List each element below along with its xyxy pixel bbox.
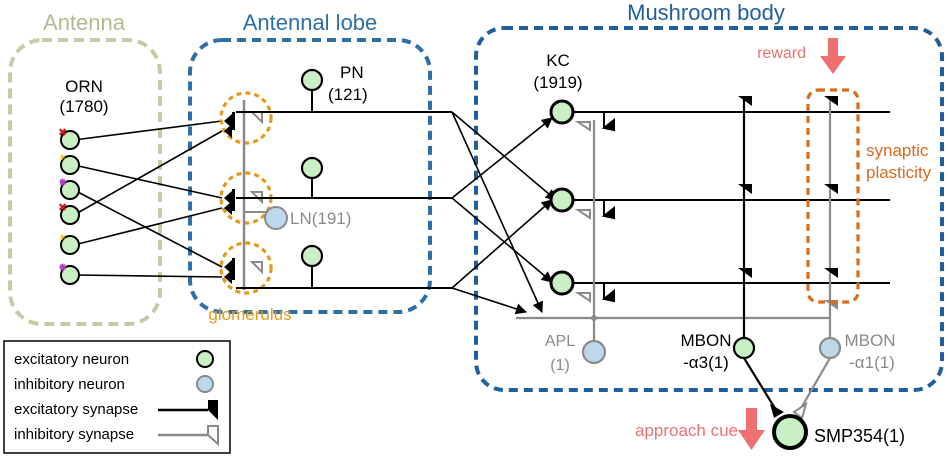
- orn-neurons: [60, 130, 80, 285]
- plasticity-region: [806, 88, 860, 304]
- orn-neuron: [60, 235, 80, 255]
- pn-kc-projections: [451, 111, 557, 315]
- kc-neuron: [549, 187, 575, 213]
- antenna-region: [8, 38, 162, 326]
- orn-label: ORN: [65, 77, 103, 96]
- mushroom-body-title: Mushroom body: [627, 0, 785, 25]
- ln-neuron: [264, 206, 288, 230]
- legend-inhibitory-neuron-icon: [196, 375, 214, 393]
- antennal-lobe-region: [188, 38, 432, 314]
- pn-count: (121): [328, 85, 368, 104]
- receptor-icon: ✸: [58, 177, 67, 189]
- orn-neuron: [60, 265, 80, 285]
- apl-label: APL: [545, 333, 575, 350]
- orn-neuron: [60, 205, 80, 225]
- kc-neurons: [549, 99, 575, 296]
- orn-axons: [73, 120, 223, 278]
- kc-neuron: [549, 270, 575, 296]
- mbon-a3-smp-synapse: [770, 404, 784, 418]
- orn-neuron: [60, 180, 80, 200]
- legend-inhibitory-synapse-icon: [158, 425, 219, 447]
- reward-label: reward: [757, 45, 806, 62]
- apl-count: (1): [550, 357, 570, 374]
- ln-label: LN(191): [290, 209, 351, 228]
- legend-excitatory-neuron-label: excitatory neuron: [14, 351, 129, 368]
- orn-neuron: [60, 155, 80, 175]
- mushroom-body-region: [474, 26, 944, 392]
- receptor-icon: ✖: [58, 202, 67, 214]
- mbon-a1-output: [799, 357, 831, 411]
- antenna-title: Antenna: [43, 10, 126, 35]
- pn-neuron: [300, 244, 324, 268]
- antennal-lobe-title: Antennal lobe: [243, 10, 378, 35]
- kc-neuron: [549, 99, 575, 125]
- pn-neuron: [300, 156, 324, 180]
- ln-inhibitory-synapses: [249, 111, 263, 275]
- smp354-label: SMP354(1): [814, 426, 905, 446]
- apl-inhibitory-synapses: [574, 121, 591, 303]
- glomerulus-label: glomerulus: [208, 305, 291, 324]
- kc-count: (1919): [533, 73, 582, 92]
- legend-excitatory-neuron-icon: [196, 350, 214, 368]
- legend-excitatory-synapse-icon: [158, 400, 218, 420]
- smp354-neuron: [772, 414, 808, 450]
- pn-neuron: [300, 68, 324, 92]
- mbon-a3-output: [743, 357, 777, 411]
- kc-apl-synapses: [601, 112, 615, 303]
- legend-excitatory-synapse-label: excitatory synapse: [14, 401, 138, 418]
- mbon-a1-sub: -α1(1): [849, 353, 895, 372]
- legend: excitatory neuron inhibitory neuron exci…: [3, 340, 231, 454]
- plasticity-label-2: plasticity: [866, 163, 932, 182]
- receptor-icon: ✶: [58, 152, 67, 164]
- kc-mbon-a1-synapses: [824, 96, 838, 278]
- receptor-icon: ✸: [58, 262, 67, 274]
- orn-pn-synapses: [224, 112, 235, 284]
- orn-count: (1780): [59, 97, 108, 116]
- apl-neuron: [581, 339, 607, 365]
- mbon-a1-smp-synapse: [792, 401, 808, 420]
- receptor-icon: ✶: [58, 232, 67, 244]
- approach-arrow-icon: [738, 408, 765, 450]
- pn-neurons: [300, 68, 324, 268]
- kc-axons: [572, 111, 890, 284]
- mbon-a3-neuron: [732, 336, 756, 360]
- approach-cue-label: approach cue: [635, 421, 738, 440]
- orn-neuron: [60, 130, 80, 150]
- mbon-a3-sub: -α3(1): [683, 353, 729, 372]
- pn-label: PN: [340, 63, 364, 82]
- receptor-markers: ✖ ✶ ✸ ✖ ✶ ✸: [58, 127, 67, 274]
- legend-inhibitory-neuron-label: inhibitory neuron: [14, 376, 125, 393]
- mbon-a3-label: MBON: [681, 331, 732, 350]
- glomerulus-circle: [219, 241, 273, 295]
- kc-mbon-a3-synapses: [738, 96, 752, 278]
- kc-label: KC: [546, 51, 570, 70]
- mbon-a1-neuron: [818, 336, 842, 360]
- mbon-a1-label: MBON: [845, 331, 896, 350]
- glomerulus-circle: [219, 91, 273, 145]
- receptor-icon: ✖: [58, 127, 67, 139]
- legend-inhibitory-synapse-label: inhibitory synapse: [14, 426, 134, 443]
- apl-junction: [591, 315, 597, 321]
- plasticity-label-1: synaptic: [866, 141, 929, 160]
- pn-axons: [236, 88, 452, 289]
- reward-arrow-icon: [820, 38, 846, 74]
